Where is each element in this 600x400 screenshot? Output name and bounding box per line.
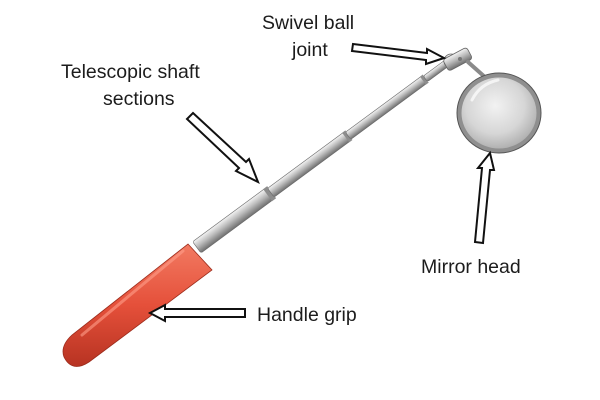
arrow-handle-icon [147,303,246,323]
shaft-section-3 [345,76,427,139]
mirror-glint [470,78,500,102]
arrow-mirror [473,150,496,245]
swivel-rivet [458,57,462,61]
mirror-stem [466,60,488,80]
arrow-shaft-icon [185,111,260,185]
mirror-face [461,77,537,149]
swivel-ball-joint [443,47,488,80]
shaft-section-1 [193,188,273,253]
arrow-swivel-icon [350,42,447,66]
arrow-shaft [185,111,260,185]
shaft-section-ring-2 [342,130,353,143]
shaft-section-ring-3 [419,74,429,85]
mirror-head [456,72,542,154]
arrow-handle [147,303,246,323]
shaft-section-ring-1 [263,186,277,202]
label-shaft-line2: sections [103,88,175,110]
handle-grip [62,243,213,367]
grip-highlight [80,249,185,337]
label-handle-grip: Handle grip [257,304,357,326]
arrow-swivel [350,42,447,66]
label-swivel-line2: joint [291,39,328,61]
label-swivel-line1: Swivel ball [262,12,354,34]
label-shaft-line1: Telescopic shaft [61,61,200,83]
grip-body [62,243,213,367]
swivel-bracket [443,47,472,71]
arrow-mirror-icon [473,150,496,245]
shaft-section-2 [268,132,351,197]
telescopic-shaft [193,55,456,253]
label-mirror-head: Mirror head [421,256,521,278]
